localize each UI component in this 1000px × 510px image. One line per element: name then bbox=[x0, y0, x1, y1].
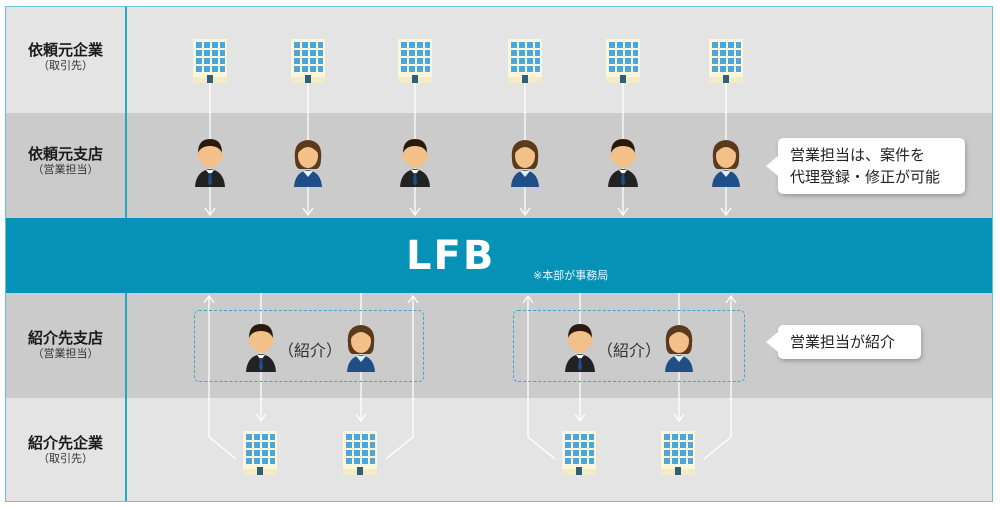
male-staff-icon bbox=[606, 135, 640, 187]
referral-label: （紹介） bbox=[597, 341, 662, 360]
lfb-band bbox=[6, 218, 992, 293]
female-staff-icon bbox=[344, 320, 378, 372]
column-divider-top bbox=[125, 7, 127, 218]
referral-label: （紹介） bbox=[278, 341, 343, 360]
male-staff-icon bbox=[398, 135, 432, 187]
building-icon bbox=[562, 431, 596, 475]
female-staff-icon bbox=[709, 135, 743, 187]
callout-line: 営業担当が紹介 bbox=[790, 333, 896, 351]
building-icon bbox=[606, 39, 640, 83]
building-icon bbox=[291, 39, 325, 83]
building-icon bbox=[508, 39, 542, 83]
column-divider-bottom bbox=[125, 293, 127, 501]
male-staff-icon bbox=[244, 320, 278, 372]
building-icon bbox=[709, 39, 743, 83]
label-sub: （取引先） bbox=[38, 452, 93, 465]
diagram-frame: 依頼元企業 （取引先） 依頼元支店 （営業担当） 紹介先支店 （営業担当） 紹介… bbox=[5, 6, 993, 502]
referral-group-right bbox=[513, 310, 745, 382]
building-icon bbox=[661, 431, 695, 475]
callout-referral: 営業担当が紹介 bbox=[766, 325, 921, 359]
row-requester-company bbox=[6, 7, 992, 113]
building-icon bbox=[193, 39, 227, 83]
female-staff-icon bbox=[662, 320, 696, 372]
male-staff-icon bbox=[193, 135, 227, 187]
label-sub: （営業担当） bbox=[32, 163, 99, 176]
building-icon bbox=[398, 39, 432, 83]
label-referral-branch: 紹介先支店 （営業担当） bbox=[6, 329, 125, 361]
label-sub: （営業担当） bbox=[32, 347, 99, 360]
lfb-logo: LFB bbox=[406, 233, 496, 279]
callout-line: 代理登録・修正が可能 bbox=[790, 168, 941, 186]
callout-line: 営業担当は、案件を bbox=[790, 146, 926, 164]
label-sub: （取引先） bbox=[38, 59, 93, 72]
label-requester-branch: 依頼元支店 （営業担当） bbox=[6, 145, 125, 177]
label-main: 依頼元企業 bbox=[27, 41, 103, 59]
label-main: 紹介先支店 bbox=[27, 329, 103, 347]
callout-proxy-registration: 営業担当は、案件を 代理登録・修正が可能 bbox=[766, 138, 965, 194]
lfb-note: ※本部が事務局 bbox=[533, 269, 609, 282]
male-staff-icon bbox=[563, 320, 597, 372]
label-referral-company: 紹介先企業 （取引先） bbox=[6, 434, 125, 466]
building-icon bbox=[243, 431, 277, 475]
referral-group-left bbox=[194, 310, 424, 382]
building-icon bbox=[343, 431, 377, 475]
row-referral-company bbox=[6, 398, 992, 501]
female-staff-icon bbox=[508, 135, 542, 187]
female-staff-icon bbox=[291, 135, 325, 187]
label-main: 紹介先企業 bbox=[27, 434, 103, 452]
label-requester-company: 依頼元企業 （取引先） bbox=[6, 41, 125, 73]
label-main: 依頼元支店 bbox=[27, 145, 103, 163]
